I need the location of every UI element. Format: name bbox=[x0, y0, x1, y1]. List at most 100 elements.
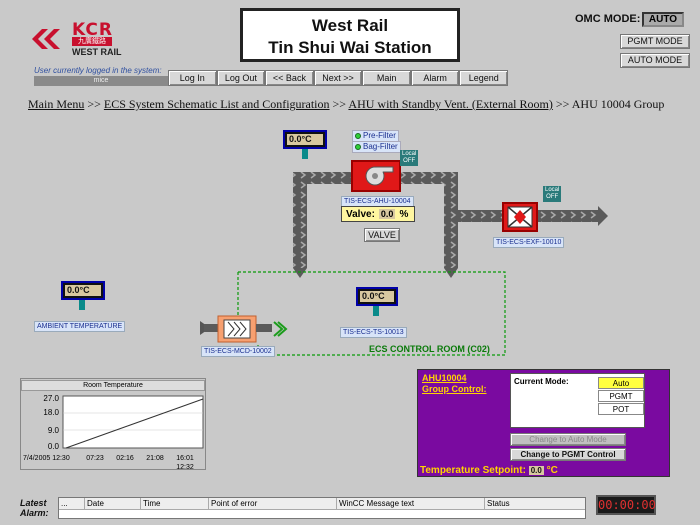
breadcrumb-separator: >> bbox=[555, 97, 570, 111]
ahu-unit[interactable] bbox=[351, 160, 401, 192]
exhaust-fan-unit[interactable] bbox=[502, 202, 538, 232]
room-temp-value: 0.0 bbox=[362, 291, 375, 301]
legend-button[interactable]: Legend bbox=[459, 70, 509, 86]
back-button[interactable]: << Back bbox=[265, 70, 314, 86]
omc-mode-label: OMC MODE: bbox=[575, 13, 641, 25]
login-button[interactable]: Log In bbox=[168, 70, 217, 86]
status-dot-icon bbox=[355, 144, 361, 150]
y-tick-label: 27.0 bbox=[43, 394, 59, 403]
valve-button[interactable]: VALVE bbox=[364, 228, 400, 242]
y-tick-label: 0.0 bbox=[48, 442, 60, 451]
alarm-col-header: Point of error bbox=[209, 498, 337, 509]
sensor-probe-icon bbox=[79, 300, 85, 310]
x-tick-label: 7/4/2005 12:30 bbox=[23, 455, 70, 462]
ambient-temp-unit: °C bbox=[79, 285, 90, 295]
sensor-probe-icon bbox=[373, 306, 379, 316]
sensor-probe-icon bbox=[302, 149, 308, 159]
ambient-temp-readout: 0.0°C bbox=[61, 281, 105, 300]
supply-temp-readout: 0.0°C bbox=[283, 130, 327, 149]
exf-tag: TIS-ECS-EXF-10010 bbox=[493, 237, 565, 248]
room-label: ECS CONTROL ROOM (C02) bbox=[369, 344, 490, 354]
logout-button[interactable]: Log Out bbox=[216, 70, 266, 86]
damper-tag: TIS-ECS-MCD-10002 bbox=[201, 346, 275, 357]
next-button[interactable]: Next >> bbox=[313, 70, 363, 86]
valve-value: 0.0 bbox=[380, 209, 394, 219]
group-control-title: AHU10004 Group Control: bbox=[422, 373, 487, 395]
x-tick-label: 21:08 bbox=[146, 455, 164, 462]
current-mode-box: Current Mode: Auto PGMT POT bbox=[510, 373, 645, 428]
change-pgmt-button[interactable]: Change to PGMT Control bbox=[510, 448, 626, 461]
damper-unit[interactable] bbox=[198, 313, 288, 343]
latest-alarm-label: Latest Alarm: bbox=[20, 498, 49, 518]
alarm-label-line-2: Alarm: bbox=[20, 508, 49, 518]
omc-mode-value: AUTO bbox=[642, 12, 684, 27]
logo-chinese: 九廣鐵路 bbox=[72, 37, 112, 46]
alarm-header-row: ... Date Time Point of error WinCC Messa… bbox=[59, 498, 585, 510]
setpoint-label: Temperature Setpoint: bbox=[420, 465, 526, 476]
x-tick-sublabel: 12:32 bbox=[176, 464, 194, 471]
exhaust-arrow-icon bbox=[598, 206, 608, 226]
duct-right bbox=[444, 172, 458, 268]
damper-inlet-icon bbox=[204, 324, 218, 332]
status-dot-icon bbox=[355, 133, 361, 139]
arrow-down-icon bbox=[293, 268, 307, 278]
ambient-temp-value: 0.0 bbox=[67, 285, 80, 295]
system-clock: 00:00:00 bbox=[596, 495, 656, 515]
pgmt-mode-button[interactable]: PGMT MODE bbox=[620, 34, 690, 49]
title-line-2: Tin Shui Wai Station bbox=[268, 38, 432, 57]
damper-x-icon bbox=[507, 206, 533, 228]
valve-label: Valve: bbox=[346, 208, 375, 220]
filter-label: Pre-Filter bbox=[363, 131, 396, 140]
breadcrumb-current: AHU 10004 Group bbox=[571, 97, 665, 111]
arrow-down-icon bbox=[444, 268, 458, 278]
alarm-col-header: Status bbox=[487, 499, 510, 508]
breadcrumb-ahu-standby[interactable]: AHU with Standby Vent. (External Room) bbox=[348, 97, 553, 111]
room-temp-unit: °C bbox=[374, 291, 385, 301]
group-control-panel: AHU10004 Group Control: Current Mode: Au… bbox=[417, 369, 670, 477]
breadcrumb-separator: >> bbox=[332, 97, 347, 111]
x-tick-label: 07:23 bbox=[86, 455, 104, 462]
mode-pot: POT bbox=[598, 403, 644, 415]
flow-arrow-icon bbox=[273, 321, 288, 337]
supply-temp-unit: °C bbox=[301, 134, 312, 144]
kcr-logo-icon bbox=[32, 29, 60, 49]
main-button[interactable]: Main bbox=[362, 70, 411, 86]
title-line-1: West Rail bbox=[311, 16, 389, 35]
ambient-tag: AMBIENT TEMPERATURE bbox=[34, 321, 126, 332]
mode-pgmt: PGMT bbox=[598, 390, 644, 402]
trend-title: Room Temperature bbox=[21, 380, 205, 391]
setpoint-unit: °C bbox=[546, 465, 558, 476]
setpoint-value[interactable]: 0.0 bbox=[528, 466, 544, 475]
y-tick-label: 18.0 bbox=[43, 408, 59, 417]
temperature-setpoint: Temperature Setpoint: 0.0 °C bbox=[420, 465, 558, 476]
breadcrumb-ecs-list[interactable]: ECS System Schematic List and Configurat… bbox=[103, 97, 330, 111]
breadcrumb-main-menu[interactable]: Main Menu bbox=[28, 97, 85, 111]
alarm-col-header: ... bbox=[59, 498, 85, 509]
group-control-name: AHU10004 bbox=[422, 373, 467, 383]
trend-panel: Room Temperature 27.0 18.0 9.0 0.0 7/4/2… bbox=[20, 378, 206, 471]
supply-temp-value: 0.0 bbox=[289, 134, 302, 144]
user-value: mice bbox=[34, 76, 168, 86]
duct-left bbox=[293, 172, 307, 268]
auto-mode-button[interactable]: AUTO MODE bbox=[620, 53, 690, 68]
alarm-label-line-1: Latest bbox=[20, 498, 47, 508]
room-sensor-tag: TIS-ECS-TS-10013 bbox=[340, 327, 407, 338]
alarm-button[interactable]: Alarm bbox=[410, 70, 460, 86]
logo-subtitle: WEST RAIL bbox=[72, 47, 122, 57]
logo-brand: KCR bbox=[72, 20, 113, 40]
valve-readout: Valve:0.0% bbox=[341, 206, 415, 222]
change-auto-button[interactable]: Change to Auto Mode bbox=[510, 433, 626, 446]
alarm-table[interactable]: ... Date Time Point of error WinCC Messa… bbox=[58, 497, 586, 519]
x-tick-label: 02:16 bbox=[116, 455, 134, 462]
fan-icon bbox=[365, 166, 394, 186]
alarm-col-header: Time bbox=[141, 498, 209, 509]
current-mode-label: Current Mode: bbox=[514, 377, 569, 386]
mode-auto: Auto bbox=[598, 377, 644, 389]
filter-label: Bag-Filter bbox=[363, 142, 398, 151]
alarm-col-header: WinCC Message text bbox=[337, 498, 485, 509]
filter-status-bag: Bag-Filter bbox=[352, 141, 401, 153]
station-title: West Rail Tin Shui Wai Station bbox=[240, 8, 460, 62]
group-control-caption: Group Control: bbox=[422, 384, 487, 394]
